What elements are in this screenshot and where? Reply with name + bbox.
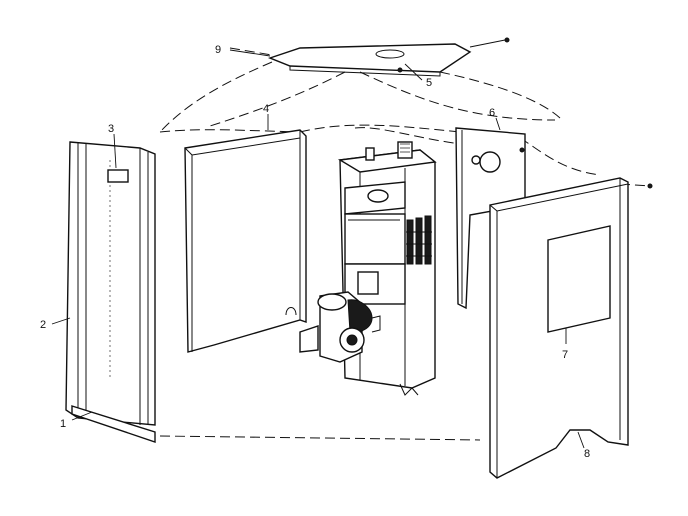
assembly-guide-lines <box>159 47 651 441</box>
callout-2: 2 <box>40 319 46 331</box>
label-plate <box>107 169 129 183</box>
callout-3: 3 <box>108 123 114 135</box>
leader-lines <box>51 49 585 449</box>
callout-9: 9 <box>215 44 221 56</box>
access-panel <box>547 225 611 333</box>
callout-4: 4 <box>263 103 269 115</box>
bottom-sill <box>71 405 156 443</box>
rear-right-panel <box>455 127 526 310</box>
callout-7: 7 <box>562 349 568 361</box>
callout-labels: 1 2 3 4 5 6 7 8 9 <box>40 44 590 460</box>
furnace-body <box>337 141 437 396</box>
callout-1: 1 <box>60 418 66 430</box>
top-cover-panel <box>267 37 510 77</box>
callout-5: 5 <box>426 77 432 89</box>
burner-ports <box>406 215 432 265</box>
rear-left-panel <box>184 129 307 353</box>
callout-6: 6 <box>489 107 495 119</box>
oil-burner-assembly <box>299 291 381 363</box>
right-front-panel <box>489 177 653 479</box>
left-side-panel <box>65 141 156 426</box>
callout-8: 8 <box>584 448 590 460</box>
